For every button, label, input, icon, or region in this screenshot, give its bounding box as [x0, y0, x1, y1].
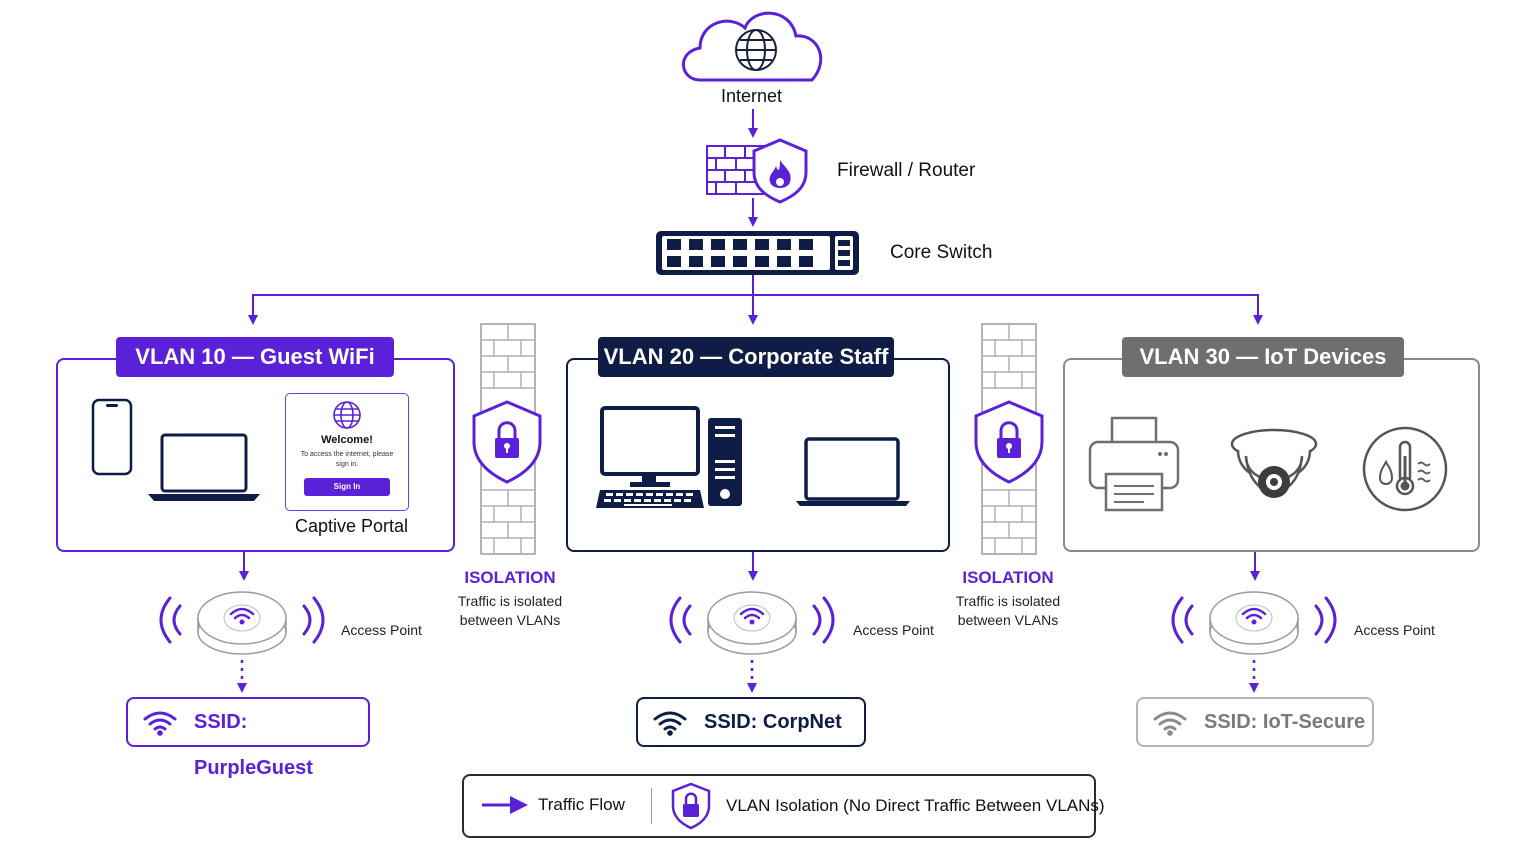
isolation-title: ISOLATION — [464, 568, 556, 587]
access-point-icon — [159, 591, 325, 655]
internet-label: Internet — [721, 86, 783, 106]
core-switch-label: Core Switch — [890, 242, 993, 263]
vlan20-title: VLAN 20 — Corporate Staff — [598, 337, 894, 377]
captive-portal-label: Captive Portal — [295, 516, 409, 536]
vlan10-title: VLAN 10 — Guest WiFi — [116, 337, 394, 377]
desktop-computer-icon — [600, 406, 700, 487]
vlan30-title: VLAN 30 — IoT Devices — [1122, 337, 1404, 377]
globe-icon — [333, 401, 361, 429]
shield-flame-icon — [752, 138, 808, 204]
wifi-icon — [1153, 711, 1187, 736]
legend-isolation: VLAN Isolation (No Direct Traffic Betwee… — [726, 796, 1105, 815]
sign-in-button[interactable]: Sign In — [304, 478, 390, 496]
access-point-icon — [1171, 591, 1337, 655]
ssid-box-corp: SSID: CorpNet — [636, 697, 866, 747]
keyboard-icon — [596, 490, 704, 508]
ssid-box-iot: SSID: IoT-Secure — [1136, 697, 1374, 747]
cloud-icon — [682, 11, 823, 82]
laptop-icon — [796, 437, 910, 506]
ssid-label: SSID: IoT-Secure — [1204, 711, 1366, 733]
access-point-label: Access Point — [1354, 622, 1435, 638]
access-point-label: Access Point — [341, 622, 422, 638]
printer-icon — [1088, 416, 1180, 512]
access-point-label: Access Point — [853, 622, 934, 638]
wifi-icon — [143, 711, 177, 736]
security-camera-icon — [1230, 428, 1318, 498]
legend-divider — [651, 788, 652, 824]
thermostat-icon — [1362, 426, 1448, 512]
portal-welcome: Welcome! — [321, 434, 373, 446]
isolation-title: ISOLATION — [962, 568, 1054, 587]
access-point-icon — [669, 591, 835, 655]
portal-message: To access the internet, please sign in. — [300, 451, 394, 468]
lock-shield-icon — [671, 782, 711, 830]
legend: Traffic Flow VLAN Isolation (No Direct T… — [462, 774, 1105, 838]
legend-traffic-flow: Traffic Flow — [538, 795, 625, 814]
ssid-label: SSID: PurpleGuest — [194, 711, 313, 779]
ssid-label: SSID: CorpNet — [704, 711, 842, 733]
globe-icon — [735, 29, 777, 71]
core-switch-icon — [656, 231, 859, 275]
laptop-icon — [148, 433, 260, 501]
wifi-icon — [653, 711, 687, 736]
isolation-lock-shield-icon — [974, 400, 1044, 484]
ssid-box-guest: SSID: PurpleGuest — [126, 697, 370, 779]
isolation-text: Traffic is isolated between VLANs — [955, 593, 1061, 628]
captive-portal-card: Welcome! To access the internet, please … — [285, 393, 409, 511]
firewall-label: Firewall / Router — [837, 160, 976, 181]
isolation-lock-shield-icon — [472, 400, 542, 484]
smartphone-icon — [91, 398, 133, 476]
isolation-text: Traffic is isolated between VLANs — [457, 593, 563, 628]
traffic-flow-arrow-icon — [482, 796, 528, 814]
tower-pc-icon — [708, 418, 742, 506]
distribution-lines — [248, 275, 1263, 325]
